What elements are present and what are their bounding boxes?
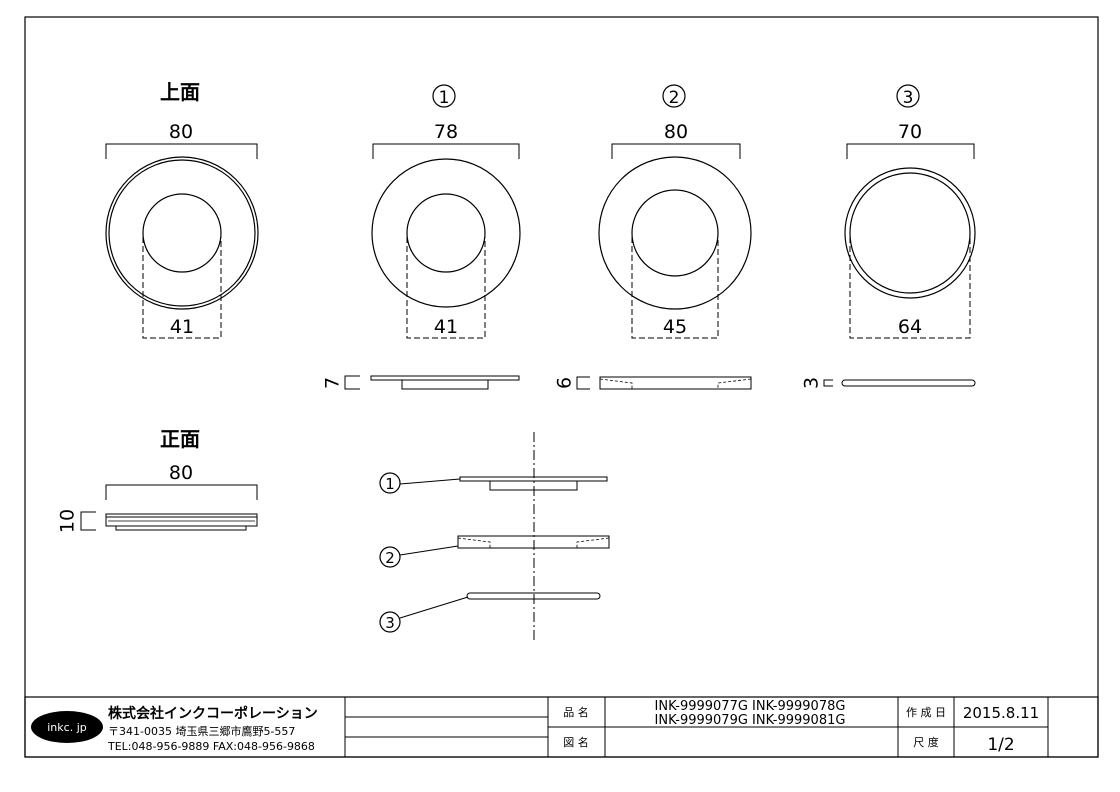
part3-hole-dimension: 64 <box>898 316 922 338</box>
top-view-label: 上面 <box>160 80 200 104</box>
top-view: 上面 80 41 <box>105 80 259 339</box>
part3-thickness-dimension: 3 <box>801 377 823 389</box>
part3-hole-dimension-line <box>849 237 971 339</box>
top-hole-dimension-line <box>142 237 222 339</box>
assembly-part2-body <box>457 535 610 549</box>
assembly-part1-body <box>489 481 578 491</box>
top-width-dimension-line <box>105 143 258 159</box>
assembly-part2-leader <box>399 545 459 556</box>
part2-profile-chamfer-left <box>599 378 633 389</box>
top-width-dimension: 80 <box>169 121 193 143</box>
front-width-dimension: 80 <box>169 462 193 484</box>
part1-thickness-dimension-line <box>344 375 360 390</box>
assembly-part3-ring <box>466 592 601 600</box>
part2-profile-body <box>599 376 752 390</box>
part-names-line2: INK-9999079G INK-9999081G <box>655 713 846 728</box>
part1-profile-body <box>401 380 489 390</box>
part3-width-dimension: 70 <box>898 121 922 143</box>
part3-width-dimension-line <box>846 143 975 159</box>
part-names-line1: INK-9999077G INK-9999078G <box>655 699 846 714</box>
front-body <box>105 513 258 527</box>
part2-width-dimension-line <box>611 143 741 159</box>
company-logo <box>31 711 103 743</box>
front-height-dimension: 10 <box>57 509 79 533</box>
title-block: inkc. jp 株式会社インクコーポレーション 〒341-0035 埼玉県三郷… <box>24 696 1099 758</box>
part2-width-dimension: 80 <box>664 121 688 143</box>
assembly-part1-callout: 1 <box>385 475 395 493</box>
part1-view: 1 78 41 7 <box>322 84 521 390</box>
part1-number: 1 <box>439 88 450 108</box>
assembly-part2-chamfer-right <box>576 537 610 548</box>
part1-center-hole <box>406 193 486 273</box>
part1-outer-edge <box>371 158 521 308</box>
assembly-part3-callout-circle <box>379 611 401 633</box>
part2-thickness-dimension-line <box>576 376 590 390</box>
assembly-part1-leader <box>399 478 461 485</box>
part3-number-circle <box>896 84 920 108</box>
front-view: 正面 80 10 <box>57 427 258 533</box>
part-name-label: 品 名 <box>563 705 589 719</box>
front-height-dimension-line <box>80 511 96 531</box>
date-label: 作 成 日 <box>906 706 946 719</box>
part2-outer-edge <box>598 156 752 310</box>
company-address: 〒341-0035 埼玉県三郷市鷹野5-557 <box>108 724 295 738</box>
front-view-label: 正面 <box>160 427 200 451</box>
part2-view: 2 80 45 6 <box>554 84 752 390</box>
part1-hole-dimension: 41 <box>434 316 458 338</box>
part3-thickness-dimension-line <box>823 379 833 387</box>
part2-thickness-dimension: 6 <box>554 377 576 389</box>
scale-label: 尺 度 <box>913 735 939 749</box>
part2-profile-chamfer-right <box>717 378 752 389</box>
drawing-scale: 1/2 <box>987 735 1014 755</box>
part1-hole-dimension-line <box>406 237 486 339</box>
assembly-part1-callout-circle <box>379 472 401 494</box>
title-block-frame <box>24 696 1099 758</box>
assembly-part2-callout-circle <box>379 546 401 568</box>
part2-hole-dimension: 45 <box>663 316 687 338</box>
drawing-name-label: 図 名 <box>563 735 589 749</box>
assembly-view: 1 2 3 <box>379 432 610 642</box>
part2-number-circle <box>662 84 686 108</box>
part1-profile-flange <box>370 375 520 381</box>
top-hole-dimension: 41 <box>170 316 194 338</box>
part2-number: 2 <box>669 88 680 108</box>
top-inner-edge <box>108 159 256 307</box>
part3-outer-edge <box>844 167 976 299</box>
part3-profile-ring <box>841 379 976 387</box>
creation-date: 2015.8.11 <box>963 704 1039 722</box>
front-bottom-step <box>115 526 247 531</box>
assembly-part3-callout: 3 <box>385 614 395 632</box>
assembly-part2-callout: 2 <box>385 549 395 567</box>
part3-inner-edge <box>849 172 971 294</box>
company-contact: TEL:048-956-9889 FAX:048-956-9868 <box>107 740 315 753</box>
part3-view: 3 70 64 3 <box>801 84 976 389</box>
assembly-part3-leader <box>399 596 469 619</box>
assembly-part2-chamfer-left <box>457 537 491 548</box>
part1-number-circle <box>432 84 456 108</box>
part2-center-hole <box>631 189 719 277</box>
part1-width-dimension-line <box>372 143 520 159</box>
part1-width-dimension: 78 <box>434 121 458 143</box>
front-width-dimension-line <box>105 484 258 500</box>
top-outer-edge <box>105 156 259 310</box>
top-center-hole <box>142 193 222 273</box>
part3-number: 3 <box>903 88 914 108</box>
part1-thickness-dimension: 7 <box>322 377 344 389</box>
company-logo-text: inkc. jp <box>47 721 86 734</box>
part2-hole-dimension-line <box>631 237 719 339</box>
company-name: 株式会社インクコーポレーション <box>108 705 318 722</box>
